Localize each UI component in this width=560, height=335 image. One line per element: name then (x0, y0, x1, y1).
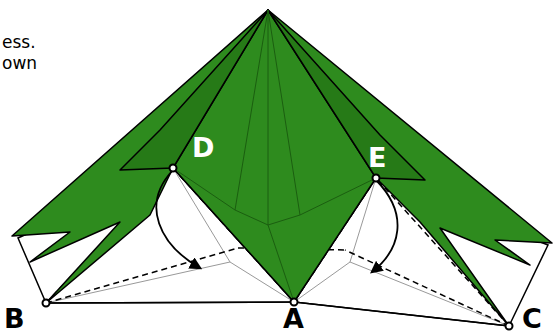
fold-arrows (156, 170, 397, 272)
point-label: A (283, 305, 304, 332)
step-text: ess. (2, 34, 36, 51)
step-text: own (2, 55, 37, 72)
point-label: E (368, 144, 386, 171)
point-label: C (522, 305, 542, 332)
green-paper (12, 10, 552, 326)
edge-lines (46, 302, 509, 326)
point-label: D (192, 134, 214, 161)
green-creases (173, 10, 376, 302)
point-label: B (4, 305, 25, 332)
reference-points (43, 165, 513, 330)
